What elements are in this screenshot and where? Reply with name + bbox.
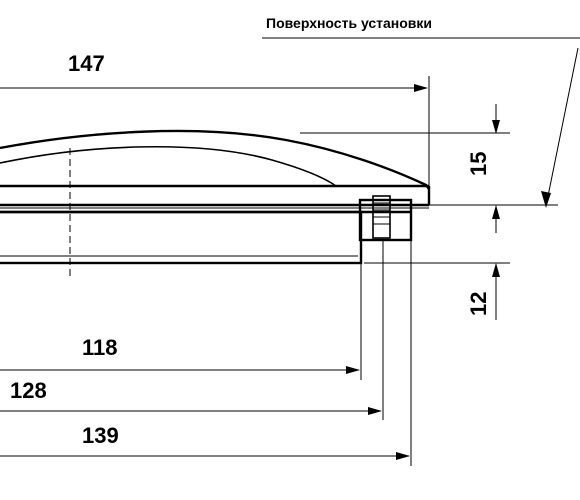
dim-15-text: 15 — [466, 152, 491, 176]
surface-label: Поверхность установки — [266, 15, 432, 31]
cover-top-outline — [0, 129, 430, 190]
screw-housing — [358, 198, 413, 242]
dim-118-text: 118 — [82, 335, 118, 360]
lower-body — [0, 210, 363, 265]
surface-leader-arrowhead — [541, 191, 551, 208]
dim-12-text: 12 — [466, 292, 491, 316]
dim-139-text: 139 — [82, 423, 119, 448]
dim-128-text: 128 — [10, 378, 47, 403]
cover-inner-outline — [0, 145, 337, 187]
surface-leader — [545, 47, 579, 207]
dim-147-text: 147 — [68, 51, 105, 76]
